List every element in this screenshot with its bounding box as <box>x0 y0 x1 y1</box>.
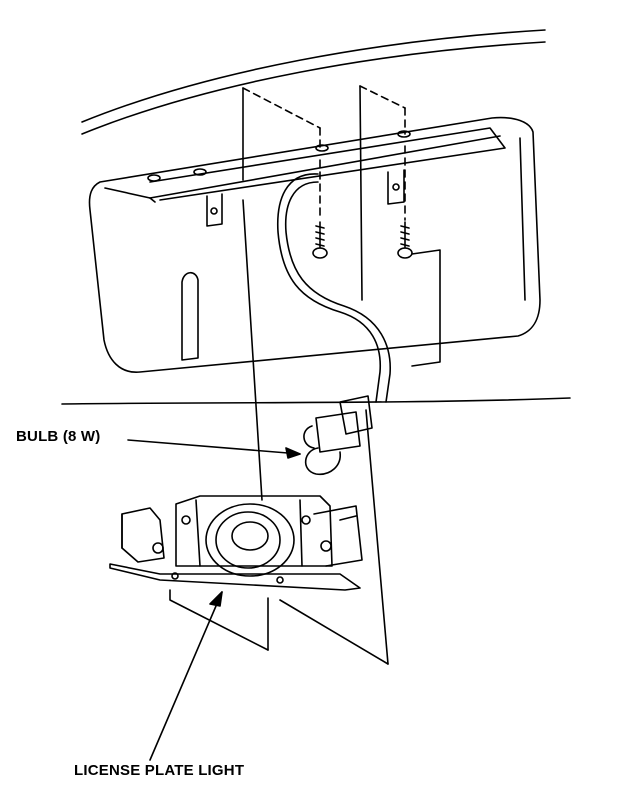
body-contour-lines <box>81 29 546 135</box>
bulb-assembly <box>303 395 373 476</box>
bulb-pointer <box>127 439 301 459</box>
bulb-wire <box>276 173 391 403</box>
license-plate-light-label: LICENSE PLATE LIGHT <box>74 762 245 779</box>
mounting-panel <box>88 116 541 373</box>
mounting-screws <box>312 221 413 259</box>
license-light-pointer <box>149 591 223 761</box>
bulb-label: BULB (8 W) <box>16 428 101 445</box>
alignment-dashed-lines <box>242 85 406 221</box>
lower-body-line <box>61 397 571 405</box>
license-plate-light-fixture <box>109 495 363 591</box>
